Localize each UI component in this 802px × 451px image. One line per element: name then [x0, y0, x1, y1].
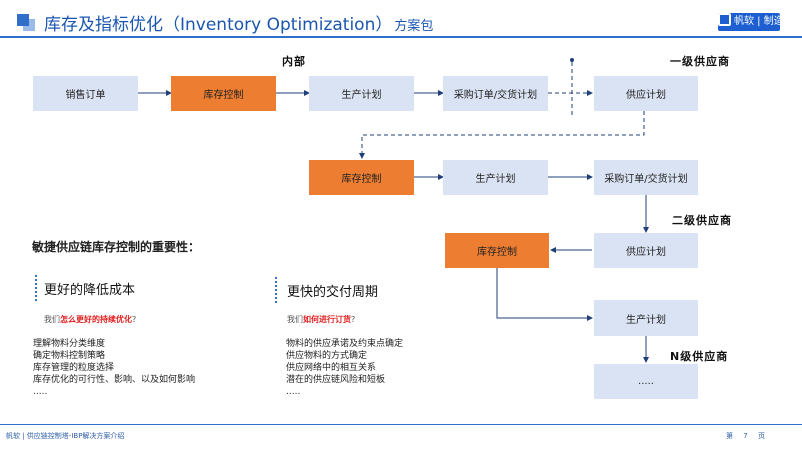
- box-production-plan-internal: 生产计划: [309, 76, 414, 111]
- box-inventory-control-tier2: 库存控制: [445, 233, 549, 268]
- box-inventory-control-tier1: 库存控制: [309, 160, 414, 195]
- right-accent-bar: [275, 277, 279, 303]
- list-item: 潜在的供应链风险和短板: [286, 375, 386, 385]
- box-supply-plan-tier2: 供应计划: [594, 233, 698, 268]
- box-production-plan-tier1: 生产计划: [443, 160, 548, 195]
- right-column-title: 更快的交付周期: [287, 285, 379, 300]
- page-title-suffix: 方案包: [394, 19, 434, 34]
- left-accent-bar: [35, 275, 39, 301]
- brand-logo: 帆软 | 制造: [718, 13, 784, 31]
- right-question-prefix: 我们: [287, 315, 303, 324]
- list-item: 确定物料控制策略: [33, 351, 106, 361]
- right-question: 我们如何进行订货?: [287, 314, 355, 325]
- box-purchase-order-tier1: 采购订单/交货计划: [594, 160, 698, 195]
- dashed-link-to-tier1-inventory: [359, 111, 645, 159]
- page-number-prefix: 第: [726, 432, 733, 440]
- right-items-list: 物料的供应承诺及约束点确定 供应物料的方式确定 供应网络中的相互关系 潜在的供应…: [286, 338, 403, 398]
- title-decor-square: [17, 14, 29, 26]
- left-items-list: 理解物料分类维度 确定物料控制策略 库存管理的粒度选择 库存优化的可行性、影响、…: [33, 338, 195, 398]
- label-tierN-supplier: N级供应商: [670, 350, 729, 363]
- page-number-value: 7: [743, 432, 748, 440]
- list-item: 理解物料分类维度: [33, 339, 106, 349]
- left-question-suffix: ?: [132, 315, 137, 324]
- left-question-prefix: 我们: [44, 315, 60, 324]
- left-question-highlight: 怎么更好的持续优化: [60, 315, 132, 324]
- list-item: 供应网络中的相互关系: [286, 363, 377, 373]
- importance-heading: 敏捷供应链库存控制的重要性：: [32, 240, 201, 254]
- list-item: 库存优化的可行性、影响、以及如何影响: [33, 375, 196, 385]
- left-column-title: 更好的降低成本: [44, 283, 136, 298]
- page-number: 第 7 页: [726, 431, 765, 441]
- page-title-main: 库存及指标优化（Inventory Optimization）: [44, 15, 393, 35]
- box-supply-plan-tier1: 供应计划: [594, 76, 698, 111]
- box-purchase-order-internal: 采购订单/交货计划: [443, 76, 548, 111]
- list-item: 物料的供应承诺及约束点确定: [286, 339, 404, 349]
- label-tier1-supplier: 一级供应商: [670, 55, 730, 68]
- box-sales-order: 销售订单: [33, 76, 138, 111]
- brand-logo-icon: [718, 13, 731, 26]
- list-item: .....: [286, 387, 301, 397]
- label-internal: 内部: [282, 55, 306, 68]
- right-question-suffix: ?: [351, 315, 356, 324]
- brand-logo-text: 帆软 | 制造: [734, 16, 784, 27]
- header-divider: [0, 36, 802, 38]
- box-tierN-ellipsis: .....: [594, 364, 698, 399]
- page-number-suffix: 页: [757, 432, 765, 440]
- right-question-highlight: 如何进行订货: [303, 315, 351, 324]
- box-inventory-control-internal: 库存控制: [171, 76, 276, 111]
- left-question: 我们怎么更好的持续优化?: [44, 314, 136, 325]
- footer-divider: [0, 424, 802, 425]
- box-production-plan-tier2: 生产计划: [594, 300, 698, 336]
- page-title: 库存及指标优化（Inventory Optimization）方案包: [44, 10, 433, 35]
- label-tier2-supplier: 二级供应商: [672, 214, 732, 227]
- connector-dot: [570, 58, 574, 62]
- arrow-t2-inventory-to-production: [496, 268, 593, 321]
- footer-caption: 帆软 | 供应链控制塔-IBP解决方案介绍: [6, 432, 125, 440]
- list-item: .....: [33, 387, 48, 397]
- list-item: 供应物料的方式确定: [286, 351, 368, 361]
- list-item: 库存管理的粒度选择: [33, 363, 115, 373]
